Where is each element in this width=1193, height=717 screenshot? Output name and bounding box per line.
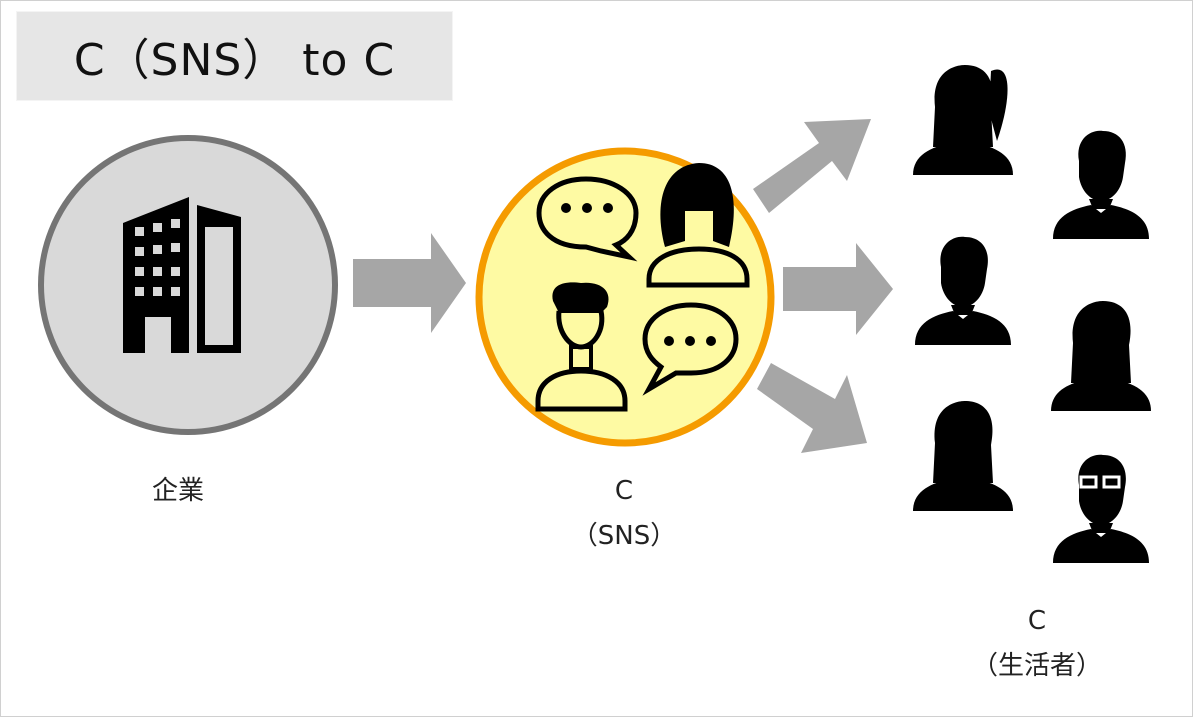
sns-label-line2: （SNS）	[571, 521, 677, 551]
sns-circle	[475, 147, 775, 447]
company-label: 企業	[151, 476, 204, 506]
arrow-sns-to-consumers-middle	[783, 243, 893, 335]
consumer-woman-long-hair-icon	[913, 401, 1013, 511]
arrow-sns-to-consumers-down	[757, 363, 867, 453]
arrow-company-to-sns	[353, 233, 466, 333]
arrow-sns-to-consumers-up	[753, 119, 871, 213]
consumer-man-glasses-icon	[1053, 454, 1149, 563]
consumers-label-line1: C	[1027, 606, 1047, 636]
building-icon	[123, 197, 241, 353]
consumer-woman-icon	[1051, 301, 1151, 411]
glasses	[1079, 475, 1121, 489]
consumer-man-suit-icon	[1053, 130, 1149, 239]
sns-label-line1: C	[614, 476, 634, 506]
woman-icon	[646, 163, 750, 288]
man-icon	[535, 282, 628, 412]
diagram-title: C（SNS） to C	[16, 11, 453, 101]
speech-bubble-icon	[642, 302, 739, 396]
ponytail	[989, 69, 1008, 141]
speech-bubble-icon	[536, 176, 639, 262]
consumers-label-line2: （生活者）	[971, 651, 1102, 681]
consumer-man-icon	[915, 236, 1011, 345]
